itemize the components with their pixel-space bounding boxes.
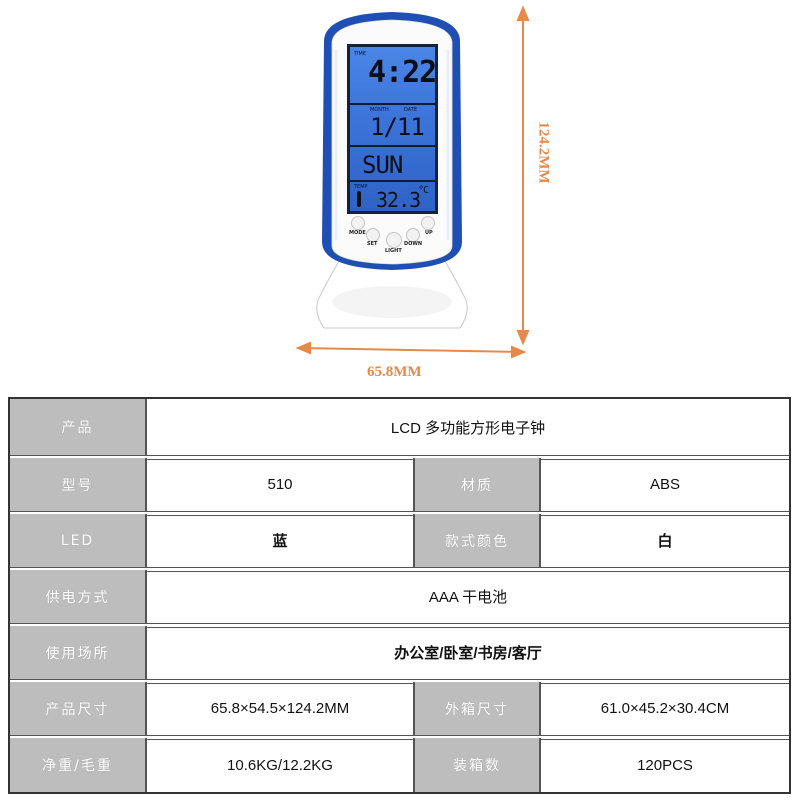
height-dimension-label: 124.2MM [535, 121, 552, 184]
row-label: 净重/毛重 [10, 738, 147, 792]
mode-button[interactable] [351, 216, 365, 230]
lcd-separator [350, 103, 435, 105]
clock-product-image: TIME 4:22 MONTH DATE 1/11 SUN TEMP 32.3 … [306, 10, 478, 332]
row-label: 供电方式 [10, 570, 147, 623]
lcd-screen: TIME 4:22 MONTH DATE 1/11 SUN TEMP 32.3 … [347, 44, 438, 214]
row-value-2: 白 [657, 533, 673, 550]
row-label-2: 外箱尺寸 [415, 682, 541, 735]
row-divider [10, 511, 789, 516]
lcd-time-label: TIME [354, 51, 367, 57]
row-label-2: 款式颜色 [415, 514, 541, 567]
lcd-day: SUN [362, 151, 403, 179]
row-divider [10, 623, 789, 628]
down-button[interactable] [406, 228, 420, 242]
arrow-left-icon [295, 341, 311, 355]
down-button-label: DOWN [404, 241, 423, 247]
row-value: 510 [147, 458, 415, 511]
row-value: 10.6KG/12.2KG [147, 738, 415, 792]
light-button-label: LIGHT [385, 248, 402, 254]
thermometer-icon [357, 191, 361, 207]
lcd-time: 4:22 [368, 55, 437, 90]
row-label: 型号 [10, 458, 147, 511]
row-label: 产品 [10, 399, 147, 455]
table-row: 产品 LCD 多功能方形电子钟 [10, 399, 789, 455]
lcd-month-label: MONTH [370, 107, 389, 113]
lcd-temp-label: TEMP [354, 184, 368, 190]
lcd-temp-unit: °C [418, 185, 429, 196]
width-arrow-line [299, 347, 523, 353]
arrow-down-icon [516, 330, 530, 346]
lcd-separator [350, 145, 435, 147]
set-button[interactable] [366, 228, 380, 242]
lcd-temperature: 32.3 [376, 188, 421, 212]
row-label: 产品尺寸 [10, 682, 147, 735]
row-label: LED [10, 514, 147, 567]
spec-table: 产品 LCD 多功能方形电子钟 型号 510 材质 ABS LED 蓝 款式颜色… [8, 397, 791, 794]
row-label-2: 材质 [415, 458, 541, 511]
table-row: 供电方式 AAA 干电池 [10, 570, 789, 623]
lcd-separator [350, 180, 435, 182]
set-button-label: SET [367, 241, 378, 247]
up-button-label: UP [425, 230, 433, 236]
table-row: LED 蓝 款式颜色 白 [10, 514, 789, 567]
table-row: 型号 510 材质 ABS [10, 458, 789, 511]
row-divider [10, 679, 789, 684]
row-value-2: 120PCS [637, 756, 693, 774]
table-row: 产品尺寸 65.8×54.5×124.2MM 外箱尺寸 61.0×45.2×30… [10, 682, 789, 735]
row-value-2: 61.0×45.2×30.4CM [600, 700, 730, 717]
row-value-2: ABS [649, 476, 680, 493]
row-label: 使用场所 [10, 626, 147, 679]
row-value: 蓝 [147, 514, 415, 567]
table-row: 使用场所 办公室/卧室/书房/客厅 [10, 626, 789, 679]
lcd-date: 1/11 [370, 113, 425, 141]
row-divider [10, 735, 789, 740]
lcd-date-label: DATE [404, 107, 418, 113]
table-row: 净重/毛重 10.6KG/12.2KG 装箱数 120PCS [10, 738, 789, 792]
up-button[interactable] [421, 216, 435, 230]
mode-button-label: MODE [349, 230, 366, 236]
row-divider [10, 455, 789, 460]
row-label-2: 装箱数 [415, 738, 541, 792]
arrow-up-icon [516, 5, 530, 21]
row-value: AAA 干电池 [428, 589, 508, 606]
row-value: LCD 多功能方形电子钟 [390, 419, 546, 437]
row-value: 办公室/卧室/书房/客厅 [394, 645, 542, 662]
light-button[interactable] [386, 232, 402, 248]
dimension-arrows [295, 5, 530, 359]
row-divider [10, 567, 789, 572]
width-dimension-label: 65.8MM [367, 364, 422, 380]
row-value: 65.8×54.5×124.2MM [147, 682, 415, 735]
arrow-right-icon [511, 345, 527, 359]
